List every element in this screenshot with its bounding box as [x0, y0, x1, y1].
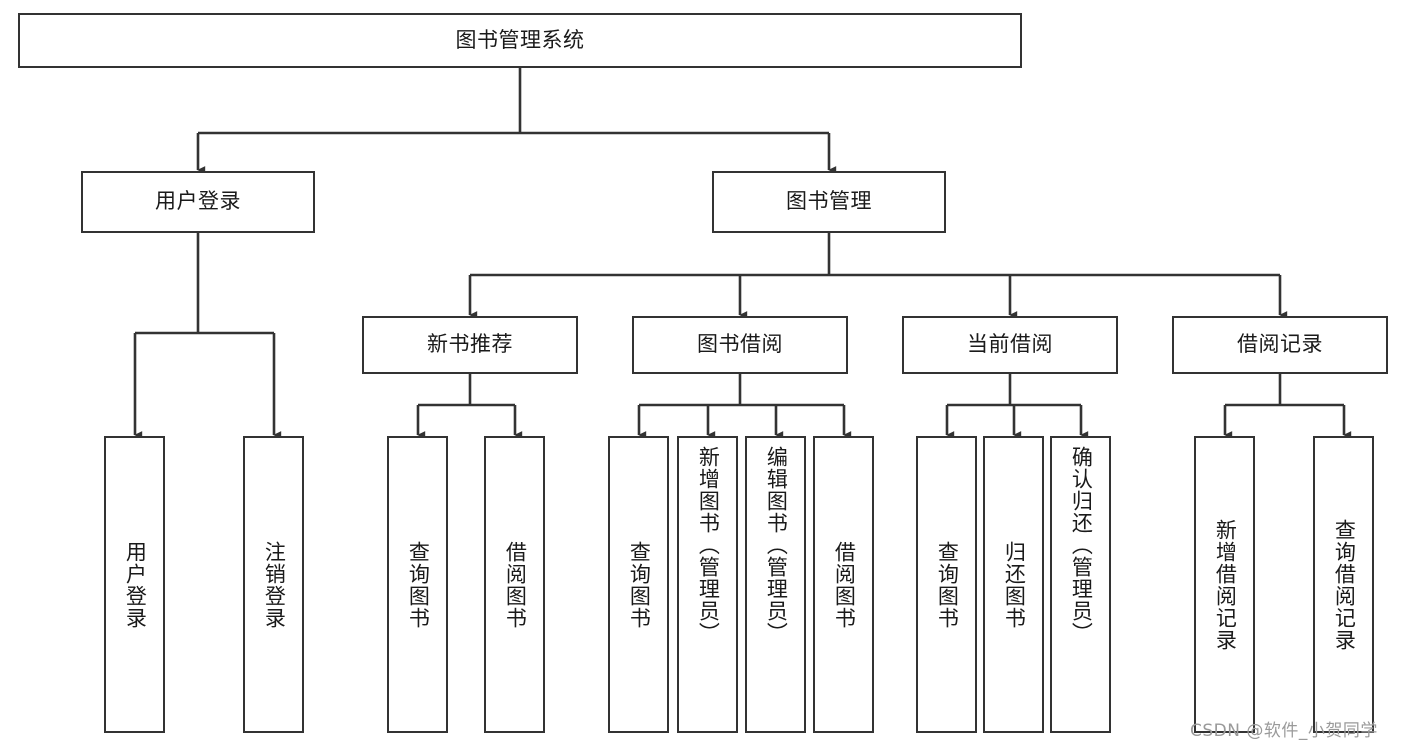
node-label: 用户登录	[123, 540, 148, 629]
node-leaf-leaf-return-book[interactable]: 归还图书	[983, 436, 1044, 733]
node-label: 图书借阅	[697, 332, 783, 357]
node-label: 图书管理系统	[455, 27, 585, 52]
node-l3-new-book-recommend[interactable]: 新书推荐	[362, 316, 578, 374]
node-label: 查询图书	[935, 540, 960, 629]
node-leaf-leaf-query-record[interactable]: 查询借阅记录	[1313, 436, 1374, 733]
node-leaf-leaf-add-book[interactable]: 新增图书（管理员）	[677, 436, 738, 733]
node-root-root[interactable]: 图书管理系统	[18, 13, 1022, 68]
node-l3-borrow-record[interactable]: 借阅记录	[1172, 316, 1388, 374]
node-label: 新增借阅记录	[1213, 518, 1238, 651]
node-leaf-leaf-query-book-2[interactable]: 查询图书	[608, 436, 669, 733]
node-leaf-leaf-user-login[interactable]: 用户登录	[104, 436, 165, 733]
node-label: 查询图书	[627, 540, 652, 629]
node-label: 借阅记录	[1237, 332, 1323, 357]
node-l2-book-manage[interactable]: 图书管理	[712, 171, 946, 233]
node-leaf-leaf-query-book-3[interactable]: 查询图书	[916, 436, 977, 733]
node-leaf-leaf-query-book-1[interactable]: 查询图书	[387, 436, 448, 733]
node-leaf-leaf-confirm-return[interactable]: 确认归还（管理员）	[1050, 436, 1111, 733]
node-label: 当前借阅	[967, 332, 1053, 357]
node-label: 新增图书（管理员）	[696, 446, 721, 644]
node-label: 确认归还（管理员）	[1069, 446, 1094, 644]
node-leaf-leaf-edit-book[interactable]: 编辑图书（管理员）	[745, 436, 806, 733]
node-label: 查询借阅记录	[1332, 518, 1357, 651]
node-leaf-leaf-user-logout[interactable]: 注销登录	[243, 436, 304, 733]
node-leaf-leaf-add-record[interactable]: 新增借阅记录	[1194, 436, 1255, 733]
node-label: 归还图书	[1002, 540, 1027, 629]
node-label: 编辑图书（管理员）	[764, 446, 789, 644]
node-label: 新书推荐	[427, 332, 513, 357]
node-label: 图书管理	[786, 189, 872, 214]
node-leaf-leaf-borrow-book-2[interactable]: 借阅图书	[813, 436, 874, 733]
node-label: 用户登录	[155, 189, 241, 214]
node-label: 借阅图书	[832, 540, 857, 629]
node-leaf-leaf-borrow-book-1[interactable]: 借阅图书	[484, 436, 545, 733]
node-label: 注销登录	[262, 540, 287, 629]
node-l3-current-borrow[interactable]: 当前借阅	[902, 316, 1118, 374]
node-label: 借阅图书	[503, 540, 528, 629]
node-label: 查询图书	[406, 540, 431, 629]
node-l2-user-login[interactable]: 用户登录	[81, 171, 315, 233]
csdn-watermark: CSDN @软件_小贺同学	[1190, 721, 1378, 741]
node-l3-book-borrow[interactable]: 图书借阅	[632, 316, 848, 374]
